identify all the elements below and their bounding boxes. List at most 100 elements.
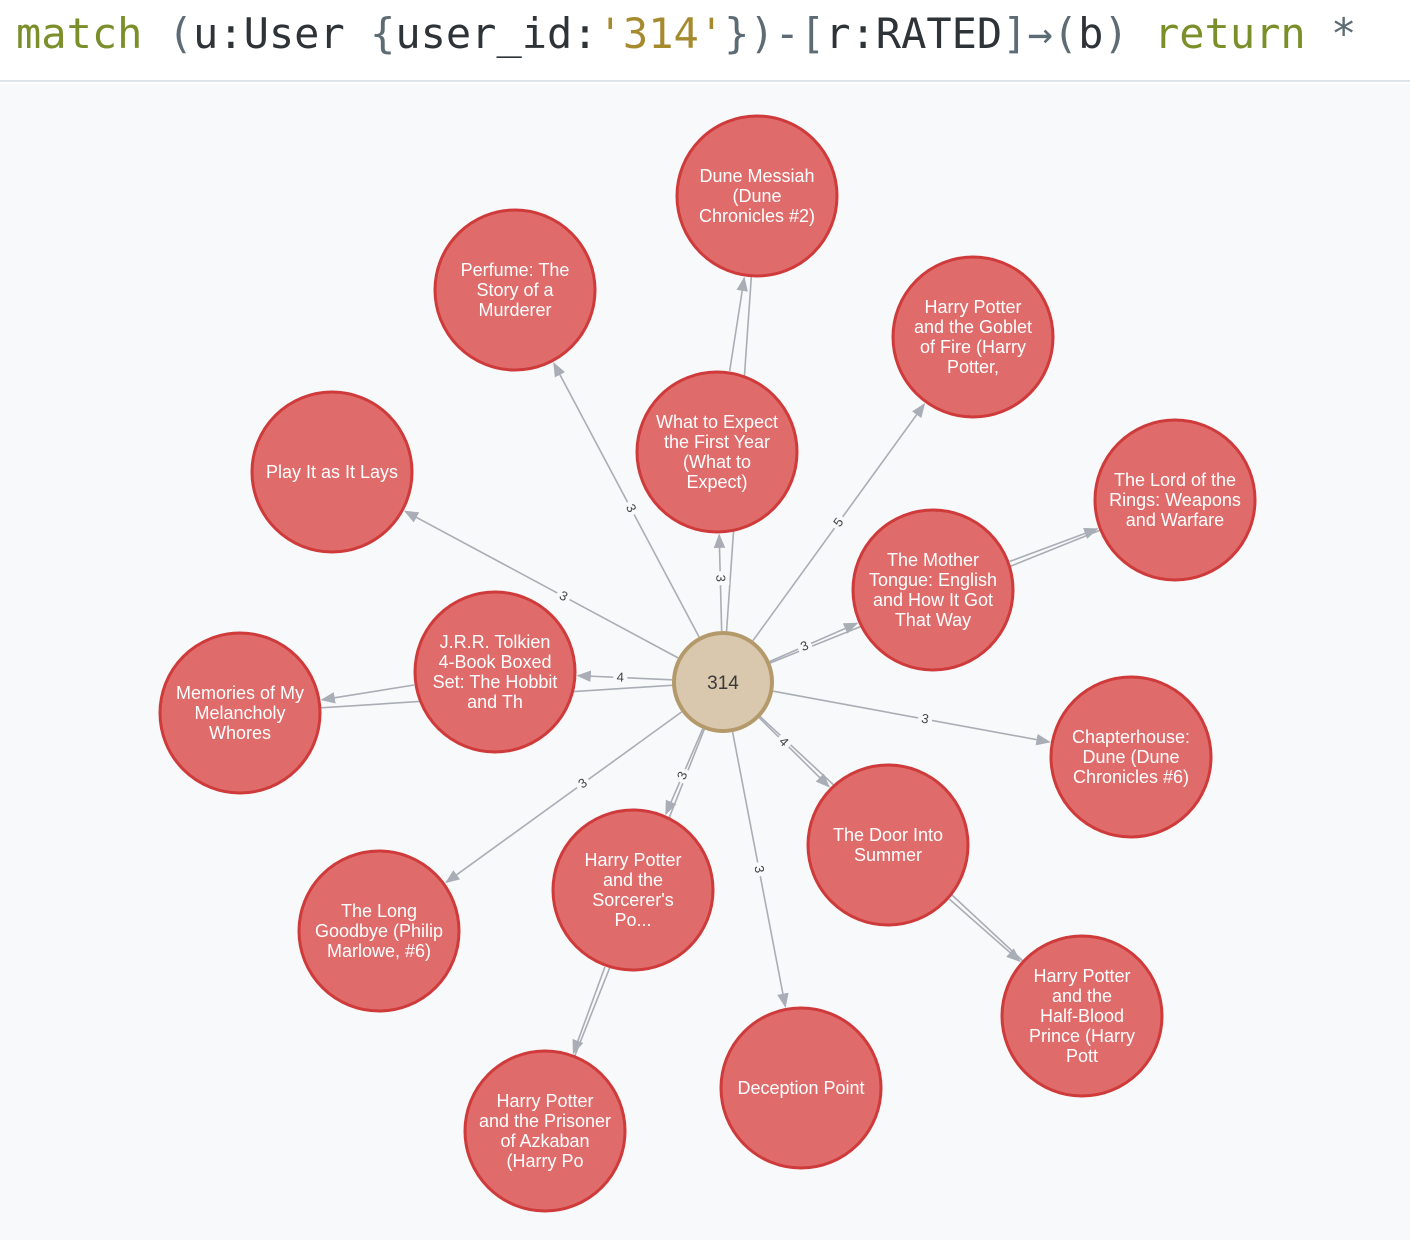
book-node-label: the First Year bbox=[664, 432, 770, 452]
rating-label-group: 3 bbox=[553, 585, 574, 606]
query-token: { bbox=[370, 9, 396, 58]
book-node-circle[interactable] bbox=[413, 590, 577, 754]
book-node-label: Goodbye (Philip bbox=[315, 921, 443, 941]
query-text[interactable]: match (u:User {user_id:'314'})-[r:RATED]… bbox=[16, 6, 1356, 62]
book-node-label: Rings: Weapons bbox=[1109, 490, 1241, 510]
query-token: ( bbox=[142, 9, 194, 58]
book-node-circle[interactable] bbox=[806, 763, 970, 927]
user-node-circle[interactable] bbox=[672, 631, 774, 733]
query-token: return bbox=[1153, 9, 1306, 58]
book-node-circle[interactable] bbox=[551, 808, 715, 972]
book-node-circle[interactable] bbox=[1093, 418, 1257, 582]
book-node-circle[interactable] bbox=[433, 208, 597, 372]
query-token: u:User bbox=[193, 9, 371, 58]
rating-label: 4 bbox=[616, 669, 624, 684]
book-node-circle[interactable] bbox=[891, 255, 1055, 419]
book-node-label: The Lord of the bbox=[1114, 470, 1236, 490]
rating-label: 3 bbox=[713, 574, 728, 582]
rating-label-background bbox=[553, 585, 574, 606]
book-node-circle[interactable] bbox=[297, 849, 461, 1013]
book-node-circle[interactable] bbox=[1000, 934, 1164, 1098]
book-node-play-it-as-it-lays[interactable]: Play It as It Lays bbox=[250, 390, 414, 554]
rated-relationship[interactable] bbox=[773, 690, 1051, 746]
rated-relationship[interactable] bbox=[758, 717, 830, 788]
book-node-label: Pott bbox=[1066, 1046, 1098, 1066]
rating-label: 3 bbox=[751, 864, 767, 874]
book-node-label: J.R.R. Tolkien bbox=[440, 632, 551, 652]
rating-label-background bbox=[571, 772, 593, 794]
rating-label-group: 3 bbox=[621, 497, 643, 518]
book-node-label: Marlowe, #6) bbox=[327, 941, 431, 961]
book-node-label: Expect) bbox=[686, 472, 747, 492]
book-node-label: Play It as It Lays bbox=[266, 462, 398, 482]
book-node-label: Chronicles #2) bbox=[699, 206, 815, 226]
rating-label-background bbox=[916, 709, 934, 728]
book-node-label: Prince (Harry bbox=[1029, 1026, 1135, 1046]
book-node-label: and the Goblet bbox=[914, 317, 1032, 337]
book-node-circle[interactable] bbox=[851, 508, 1015, 672]
book-node-circle[interactable] bbox=[1049, 675, 1213, 839]
rated-relationship[interactable] bbox=[572, 966, 606, 1055]
rated-relationship[interactable] bbox=[553, 362, 700, 638]
book-node-circle[interactable] bbox=[250, 390, 414, 554]
rated-relationship[interactable] bbox=[445, 711, 683, 884]
book-node-label: The Door Into bbox=[833, 825, 943, 845]
book-node-label: 4-Book Boxed bbox=[438, 652, 551, 672]
book-node-label: The Long bbox=[341, 901, 417, 921]
query-token: ]→( bbox=[1002, 9, 1079, 58]
book-node-label: Melancholy bbox=[194, 703, 285, 723]
rating-label-background bbox=[827, 511, 849, 533]
book-node-label: Murderer bbox=[478, 300, 551, 320]
book-node-deception-point[interactable]: Deception Point bbox=[719, 1006, 883, 1170]
book-node-circle[interactable] bbox=[719, 1006, 883, 1170]
rated-relationship[interactable] bbox=[728, 276, 748, 372]
query-token: match bbox=[16, 9, 143, 58]
query-token: ) bbox=[1103, 9, 1154, 58]
rating-label-background bbox=[794, 635, 814, 656]
book-node-label: (Dune bbox=[732, 186, 781, 206]
book-node-label: and the Prisoner bbox=[479, 1111, 611, 1131]
user-node-label: 314 bbox=[707, 673, 739, 694]
book-node-label: Deception Point bbox=[737, 1078, 864, 1098]
rated-relationship[interactable] bbox=[403, 510, 679, 659]
book-node-label: and Warfare bbox=[1126, 510, 1224, 530]
rated-relationship[interactable] bbox=[769, 622, 859, 663]
rating-label-background bbox=[671, 765, 692, 785]
book-node-label: Potter, bbox=[947, 357, 999, 377]
query-token: user_id: bbox=[395, 9, 598, 58]
rating-label-group: 4 bbox=[612, 668, 628, 685]
book-node-label: What to Expect bbox=[656, 412, 778, 432]
book-node-circle[interactable] bbox=[675, 114, 839, 278]
rating-label-background bbox=[612, 668, 628, 685]
user-node[interactable]: 314 bbox=[672, 631, 774, 733]
rated-relationship[interactable] bbox=[1009, 528, 1099, 563]
book-node-circle[interactable] bbox=[635, 370, 799, 534]
rating-label: 3 bbox=[920, 711, 930, 727]
book-node-label: Harry Potter bbox=[584, 850, 681, 870]
rated-relationship[interactable] bbox=[320, 684, 415, 704]
rating-label-group: 3 bbox=[916, 709, 934, 728]
rated-relationship[interactable] bbox=[948, 898, 1021, 963]
book-node-label: of Fire (Harry bbox=[920, 337, 1026, 357]
query-editor[interactable]: match (u:User {user_id:'314'})-[r:RATED]… bbox=[0, 0, 1410, 82]
book-node-circle[interactable] bbox=[158, 631, 322, 795]
book-node-circle[interactable] bbox=[463, 1049, 627, 1213]
